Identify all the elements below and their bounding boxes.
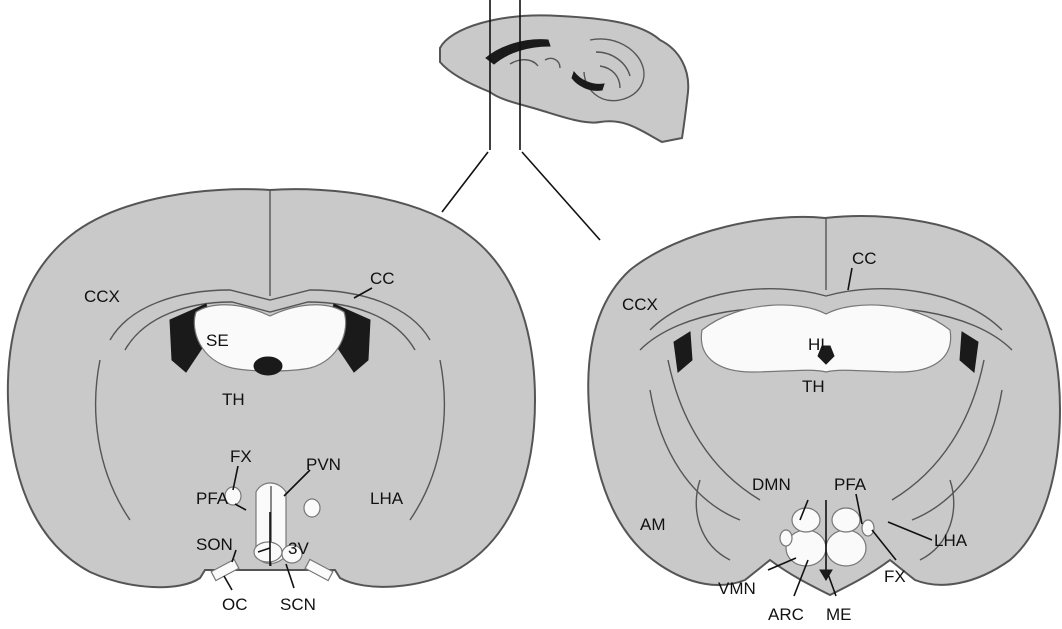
label-left-son: SON bbox=[196, 535, 233, 554]
label-right-lha: LHA bbox=[934, 531, 968, 550]
label-left-cc: CC bbox=[370, 269, 395, 288]
left-third-ventricle-dorsal bbox=[254, 357, 282, 375]
label-right-hi: HI bbox=[808, 335, 825, 354]
label-right-am: AM bbox=[640, 515, 666, 534]
label-left-pvn: PVN bbox=[306, 455, 341, 474]
sagittal-brain-overview bbox=[440, 0, 688, 240]
label-left-oc: OC bbox=[222, 595, 248, 614]
label-right-ccx: CCX bbox=[622, 295, 658, 314]
label-right-fx: FX bbox=[884, 567, 906, 586]
sagittal-brain-outline bbox=[440, 15, 688, 142]
connector-left bbox=[442, 152, 488, 212]
label-right-cc: CC bbox=[852, 249, 877, 268]
label-right-th: TH bbox=[802, 377, 825, 396]
label-left-fx: FX bbox=[230, 447, 252, 466]
label-right-arc: ARC bbox=[768, 605, 804, 624]
connector-right bbox=[522, 152, 600, 240]
label-left-lha: LHA bbox=[370, 489, 404, 508]
label-right-dmn: DMN bbox=[752, 475, 791, 494]
label-left-pfa: PFA bbox=[196, 489, 229, 508]
label-left-scn: SCN bbox=[280, 595, 316, 614]
left-coronal-section bbox=[8, 189, 535, 587]
label-left-th: TH bbox=[222, 390, 245, 409]
right-coronal-section bbox=[588, 216, 1060, 595]
label-left-ccx: CCX bbox=[84, 287, 120, 306]
label-right-pfa: PFA bbox=[834, 475, 867, 494]
label-left-3v: 3V bbox=[288, 539, 309, 558]
right-vmn-right bbox=[826, 530, 866, 566]
label-right-vmn: VMN bbox=[718, 579, 756, 598]
label-right-me: ME bbox=[826, 605, 852, 624]
label-left-se: SE bbox=[206, 331, 229, 350]
right-section-outline bbox=[588, 216, 1060, 595]
